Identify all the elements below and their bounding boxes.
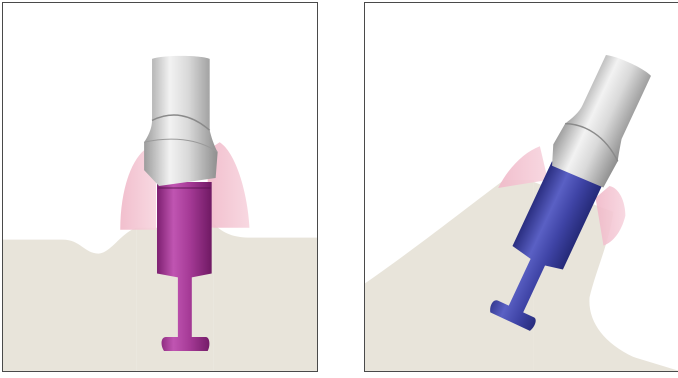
bone-base-right [214, 224, 317, 371]
illustration-vertical-implant [3, 3, 317, 371]
bone-base [365, 180, 534, 371]
panel-left-vertical [2, 2, 318, 372]
bone-base [3, 228, 136, 371]
gingiva-left [498, 146, 548, 188]
abutment [545, 48, 658, 190]
illustration-angled-implant [365, 3, 678, 371]
panel-right-angled [364, 2, 678, 372]
abutment [144, 56, 218, 186]
